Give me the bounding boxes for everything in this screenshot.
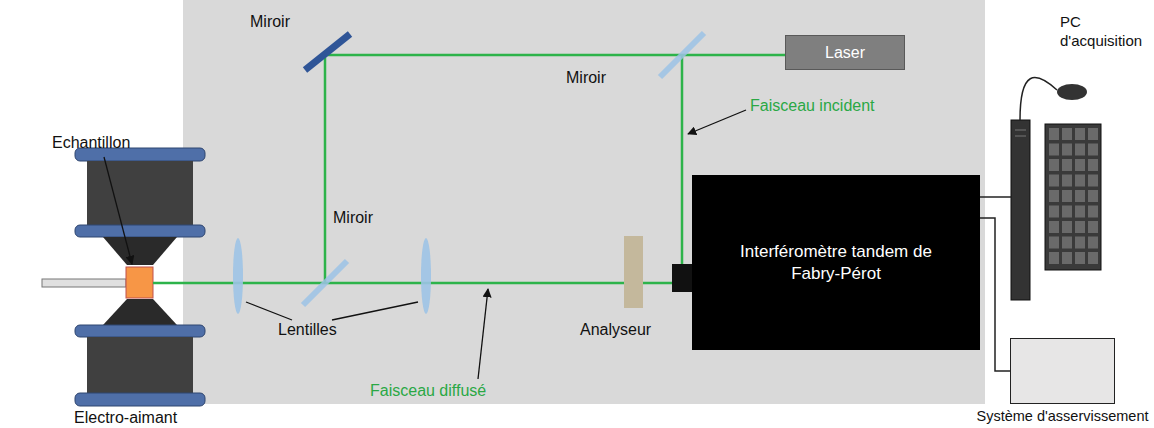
key [1049,128,1059,140]
key [1088,206,1098,218]
mirror [305,34,350,70]
key [1062,190,1072,202]
part-label: Miroir [250,12,290,31]
key [1049,206,1059,218]
part-label: PC d'acquisition [1060,12,1152,50]
node-label: Système d'asservissement [977,407,1149,425]
key [1075,190,1085,202]
analyser [624,236,643,308]
key [1088,252,1098,264]
key [1049,144,1059,156]
mirror [660,33,704,77]
key [1075,175,1085,187]
key [1049,237,1059,249]
cable [980,218,1010,371]
key [1062,175,1072,187]
key [1075,128,1085,140]
node-label: Interféromètre tandem de Fabry-Pérot [721,241,951,284]
key [1062,221,1072,233]
laser-box: Laser [785,35,905,70]
key [1062,237,1072,249]
key [1062,159,1072,171]
key [1075,159,1085,171]
key [1049,221,1059,233]
key [1062,144,1072,156]
key [1075,252,1085,264]
key [1088,175,1098,187]
interferometer-box: Interféromètre tandem de Fabry-Pérot [692,175,980,350]
key [1088,190,1098,202]
key [1075,144,1085,156]
key [1075,237,1085,249]
part-label: Electro-aimant [74,408,177,427]
electromagnet [75,148,205,406]
key [1049,159,1059,171]
lens [233,238,243,314]
part-label: Lentilles [278,320,337,339]
key [1075,206,1085,218]
optical-table [183,0,985,404]
sample-rod [42,279,126,287]
entrance-port [672,264,693,292]
part-label: Echantillon [52,133,130,152]
part-label: Miroir [333,208,373,227]
key [1049,175,1059,187]
key [1088,144,1098,156]
part-label: Miroir [566,68,606,87]
lens [421,238,431,314]
key [1075,221,1085,233]
part-label: Analyseur [580,320,651,339]
key [1088,128,1098,140]
key [1088,159,1098,171]
key [1062,206,1072,218]
laser-beam [153,55,785,283]
monitor-box: Système d'asservissement [1010,338,1115,404]
sample [126,267,153,298]
leader-line [104,110,746,379]
part-label: Faisceau diffusé [370,381,486,400]
key [1049,252,1059,264]
key [1088,221,1098,233]
node-label: Laser [825,43,865,63]
key [1062,128,1072,140]
part-label: Faisceau incident [750,96,875,115]
key [1088,237,1098,249]
key [1062,252,1072,264]
key [1049,190,1059,202]
acquisition-pc [980,78,1101,300]
mirror [303,261,347,305]
